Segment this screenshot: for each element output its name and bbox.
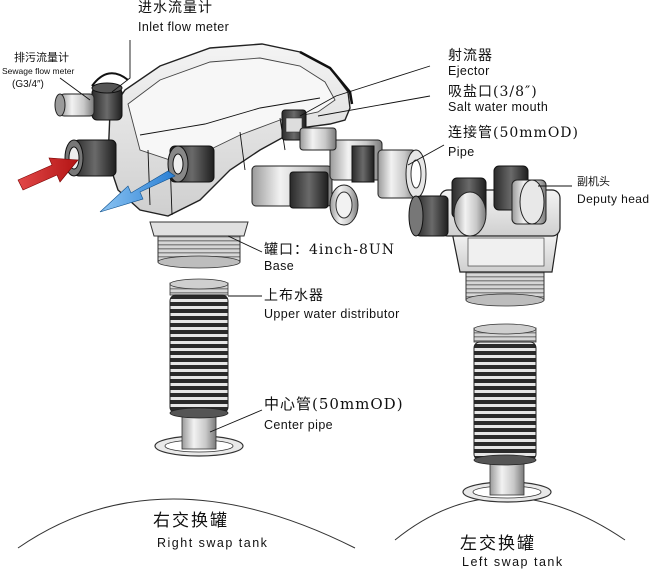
base-label-zh: 罐口：4inch-8UN	[264, 242, 395, 258]
pipe-label-en: Pipe	[448, 145, 475, 159]
upper-distributor-label-zh: 上布水器	[264, 288, 324, 304]
leader-lines	[59, 40, 572, 433]
right-tank-label-en: Right swap tank	[157, 536, 269, 550]
sewage-flow-meter-label-en: Sewage flow meter	[2, 66, 75, 76]
center-pipe-label-en: Center pipe	[264, 418, 334, 432]
ejector-label-en: Ejector	[448, 64, 490, 78]
upper-distributor-left	[473, 323, 537, 466]
left-tank-label-zh: 左交换罐	[460, 534, 536, 554]
deputy-head-label-zh: 副机头	[577, 175, 610, 188]
upper-distributor-label-en: Upper water distributor	[264, 307, 400, 321]
deputy-head-label-en: Deputy head	[577, 192, 650, 206]
sewage-flow-meter	[54, 72, 129, 117]
ejector-label-zh: 射流器	[448, 48, 493, 64]
right-tank-label-zh: 右交换罐	[153, 511, 229, 531]
valve-base-right	[149, 221, 249, 269]
connecting-pipes	[251, 127, 427, 226]
inlet-arrow	[17, 157, 79, 191]
ejector	[281, 109, 307, 141]
deputy-head	[408, 165, 561, 307]
salt-water-mouth-label-en: Salt water mouth	[448, 100, 549, 114]
inlet-port	[64, 139, 117, 177]
sewage-flow-meter-label-zh: 排污流量计	[14, 51, 69, 64]
pipe-label-zh: 连接管(50mmOD)	[448, 125, 579, 141]
upper-distributor-right	[169, 278, 229, 419]
center-pipe-label-zh: 中心管(50mmOD)	[264, 395, 404, 413]
outlet-arrow	[99, 170, 176, 213]
base-label-en: Base	[264, 259, 295, 273]
left-tank-label-en: Left swap tank	[462, 555, 564, 569]
salt-water-mouth-label-zh: 吸盐口(3/8″)	[448, 84, 538, 100]
inlet-flow-meter-label-zh: 进水流量计	[138, 0, 213, 16]
inlet-flow-meter	[91, 82, 123, 121]
inlet-flow-meter-label-en: Inlet flow meter	[138, 20, 230, 34]
outlet-port	[167, 145, 215, 183]
sewage-flow-meter-size: (G3/4″)	[12, 79, 44, 90]
